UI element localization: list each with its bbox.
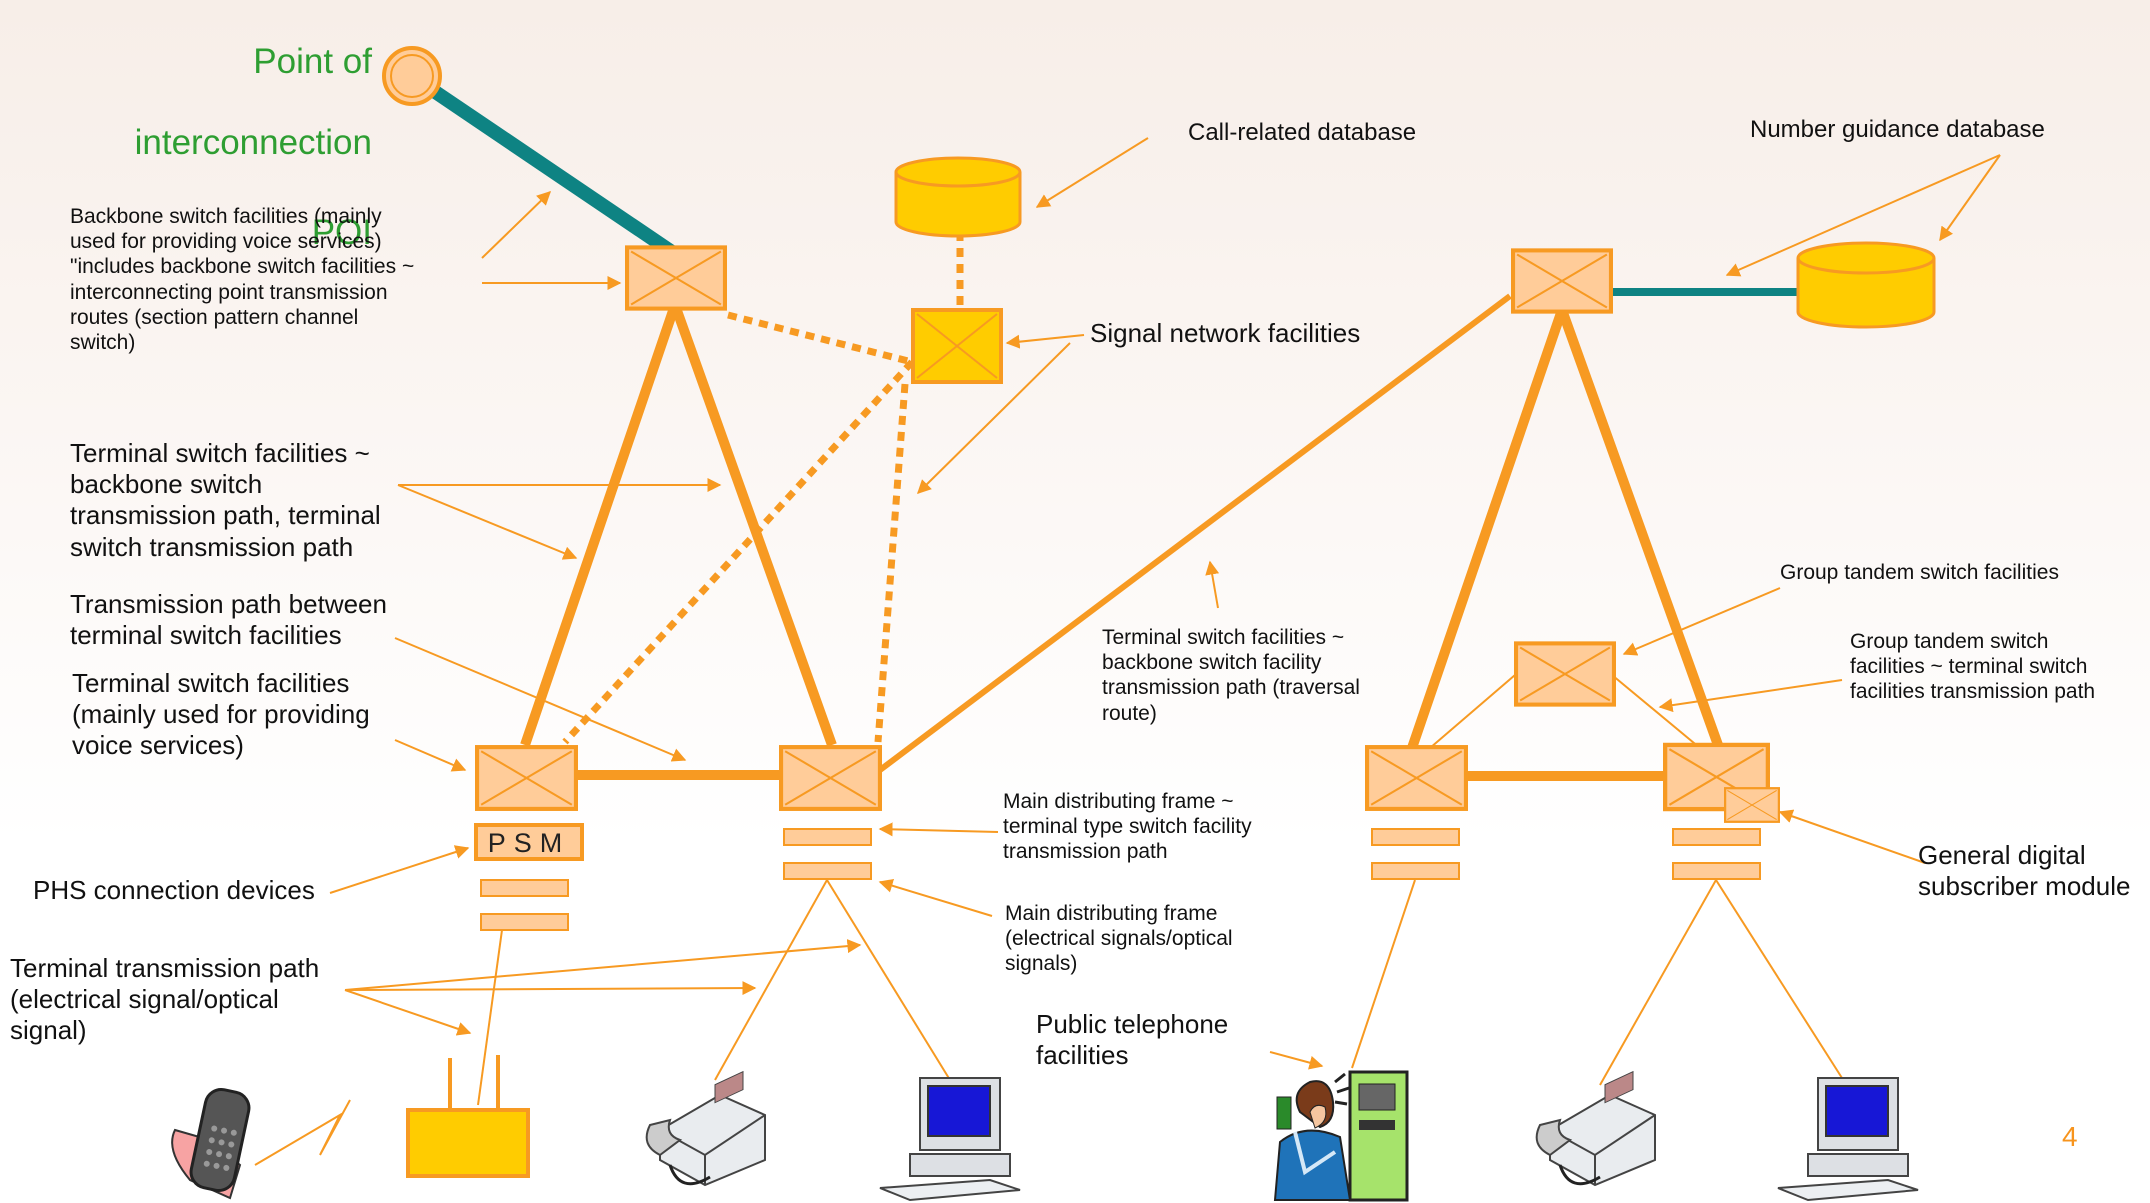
right-backbone-left-leg [1407, 308, 1567, 750]
fax-phone-icon-left [645, 1070, 766, 1187]
public-telephone-icon [1273, 1070, 1409, 1202]
fax-phone-icon-right [1535, 1070, 1656, 1187]
right-backbone-switch [1513, 250, 1611, 311]
poi-label: Point of interconnection POI [100, 2, 372, 294]
phs-devices-label: PHS connection devices [33, 875, 315, 905]
signal-link-terminal-right [874, 383, 909, 743]
call-related-database-icon [894, 156, 1022, 238]
mdf-signals-label: Main distributing frame (electrical sign… [1005, 902, 1233, 976]
phs-base-station-icon [406, 1055, 530, 1178]
signal-network-label: Signal network facilities [1090, 318, 1361, 348]
computer-icon-left [879, 1077, 1021, 1202]
group-tandem-link-right [1611, 674, 1701, 749]
poi-icon [382, 46, 442, 106]
handheld-phone-icon [171, 1087, 251, 1200]
poi-abbr: POI [311, 213, 372, 253]
backbone-to-terminal-right [670, 303, 837, 747]
mdf-switch-label: Main distributing frame ~ terminal type … [1003, 790, 1252, 864]
poi-link [421, 79, 676, 258]
terminal-switch-label: Terminal switch facilities (mainly used … [72, 668, 370, 761]
traversal-route [878, 293, 1512, 773]
terminal-backbone-path-label: Terminal switch facilities ~ backbone sw… [70, 438, 381, 562]
backbone-to-terminal-left [520, 303, 680, 747]
signal-link-terminal-left [562, 359, 915, 745]
distributing-frames [480, 828, 1761, 931]
terminal-transmission-label: Terminal transmission path (electrical s… [10, 953, 320, 1046]
poi-title-line1: Point of [253, 42, 372, 82]
backbone-switch [627, 247, 725, 308]
number-guidance-database-icon [1796, 241, 1936, 329]
gdsm-label: General digital subscriber module [1918, 840, 2131, 902]
page-number: 4 [2062, 1121, 2078, 1152]
group-tandem-switch [1516, 643, 1614, 704]
signal-link-backbone [727, 311, 913, 366]
psm-module: PSM [474, 823, 584, 861]
transmission-between-label: Transmission path between terminal switc… [70, 589, 387, 651]
call-db-label: Call-related database [1188, 119, 1417, 146]
computer-icon-right [1777, 1077, 1919, 1202]
group-tandem-label: Group tandem switch facilities [1780, 561, 2059, 584]
callout-arrows [329, 137, 2001, 1070]
terminal-switch-right [781, 747, 880, 809]
poi-title-line2: interconnection [134, 122, 372, 162]
terminal-lines [254, 879, 1843, 1166]
group-tandem-path-label: Group tandem switch facilities ~ termina… [1850, 630, 2096, 704]
terminal-switch-left [477, 747, 576, 809]
right-backbone-right-leg [1557, 308, 1723, 747]
right-terminal-switch-left [1367, 747, 1466, 809]
group-tandem-link-left [1429, 674, 1516, 749]
traversal-route-label: Terminal switch facilities ~ backbone sw… [1102, 626, 1360, 725]
public-phone-label: Public telephone facilities [1036, 1009, 1229, 1071]
backbone-switch-label: Backbone switch facilities (mainly used … [70, 205, 415, 354]
gdsm-switch [1724, 787, 1780, 823]
number-db-label: Number guidance database [1750, 116, 2045, 143]
